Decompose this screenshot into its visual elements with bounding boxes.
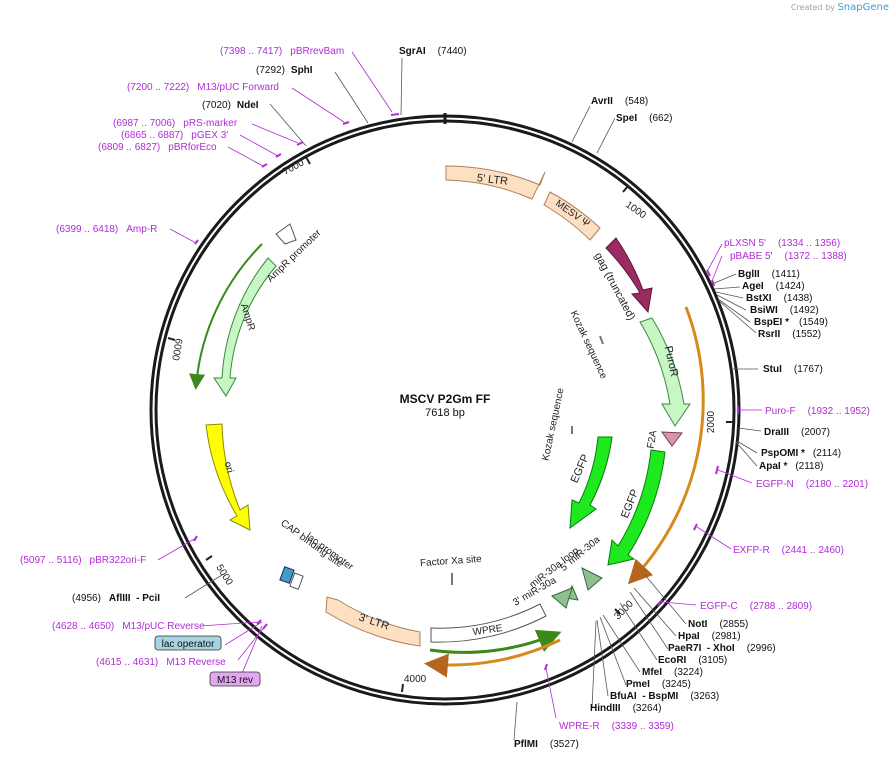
primer-pbr322ori-f[interactable]: (5097 .. 5116)pBR322ori-F	[20, 555, 146, 566]
feature-5ltr[interactable]: 5' LTR	[445, 165, 546, 200]
site-sgrai[interactable]: SgrAI(7440)	[399, 46, 467, 57]
feature-egfp-inner[interactable]: EGFP	[569, 436, 613, 530]
feature-gag-truncated[interactable]: gag (truncated)	[592, 237, 653, 322]
site-spei[interactable]: SpeI(662)	[616, 113, 672, 124]
tick-label-7000: 7000	[281, 157, 306, 177]
bp-ticks	[167, 156, 733, 693]
site-ndei[interactable]: (7020)NdeI	[202, 100, 259, 111]
site-sphi[interactable]: (7292)SphI	[256, 65, 313, 76]
site-leaders	[184, 57, 762, 741]
primer-m13-puc-reverse[interactable]: (4628 .. 4650)M13/pUC Reverse	[52, 621, 205, 632]
feature-wpre[interactable]: WPRE	[430, 603, 547, 643]
site-agei[interactable]: AgeI(1424)	[742, 281, 805, 292]
feature-kozak-inner[interactable]: Kozak sequence	[540, 387, 573, 462]
svg-text:F2A: F2A	[646, 429, 660, 449]
primer-wpre-r[interactable]: WPRE-R(3339 .. 3359)	[559, 721, 674, 732]
site-bglii[interactable]: BglII(1411)	[738, 269, 800, 280]
tick-label-6000: 6000	[169, 337, 184, 361]
site-bfuai-bspmi[interactable]: BfuAI - BspMI(3263)	[610, 691, 719, 702]
orange-arc-right	[627, 306, 705, 585]
feature-kozak-outer[interactable]: Kozak sequence	[568, 309, 609, 381]
primer-pbrrevbam[interactable]: (7398 .. 7417)pBRrevBam	[220, 46, 344, 57]
primer-egfp-n[interactable]: EGFP-N(2180 .. 2201)	[756, 479, 868, 490]
primer-pbrforeco[interactable]: (6809 .. 6827)pBRforEco	[98, 142, 217, 153]
primer-puro-f[interactable]: Puro-F(1932 .. 1952)	[765, 406, 870, 417]
tick-label-4000: 4000	[404, 674, 427, 685]
primer-prs-marker[interactable]: (6987 .. 7006)pRS-marker	[113, 118, 238, 129]
svg-text:lac operator: lac operator	[162, 639, 215, 650]
primer-pbabe-5[interactable]: pBABE 5'(1372 .. 1388)	[730, 251, 847, 262]
created-by-text: Created by	[790, 3, 835, 12]
site-stui[interactable]: StuI(1767)	[763, 364, 823, 375]
feature-factor-xa[interactable]: Factor Xa site	[420, 554, 483, 585]
primer-leaders	[157, 51, 762, 719]
ampr-green-arc	[189, 243, 263, 390]
svg-text:Kozak sequence: Kozak sequence	[540, 387, 566, 462]
feature-3ltr[interactable]: 3' LTR	[325, 596, 421, 647]
boxed-m13-rev[interactable]: M13 rev	[209, 671, 261, 687]
site-hindiii[interactable]: HindIII(3264)	[590, 703, 661, 714]
plasmid-name: MSCV P2Gm FF	[400, 392, 491, 406]
primer-egfp-c[interactable]: EGFP-C(2788 .. 2809)	[700, 601, 812, 612]
feature-puror[interactable]: PuroR	[639, 317, 691, 427]
site-mfei[interactable]: MfeI(3224)	[642, 667, 703, 678]
site-pmei[interactable]: PmeI(3245)	[626, 679, 691, 690]
boxed-lac-operator[interactable]: lac operator	[154, 635, 222, 651]
wpre-green-arc	[429, 629, 562, 654]
site-bsiwi[interactable]: BsiWI(1492)	[750, 305, 819, 316]
site-afliii-pcii[interactable]: (4956)AflIII - PciI	[72, 593, 160, 604]
site-bstxi[interactable]: BstXI(1438)	[746, 293, 812, 304]
primer-pgex-3[interactable]: (6865 .. 6887)pGEX 3'	[121, 130, 228, 141]
svg-text:lac promoter: lac promoter	[304, 531, 356, 573]
site-rsrii[interactable]: RsrII(1552)	[758, 329, 821, 340]
feature-f2a[interactable]: F2A	[646, 429, 683, 450]
site-ecori[interactable]: EcoRI(3105)	[658, 655, 727, 666]
primer-m13-reverse[interactable]: (4615 .. 4631)M13 Reverse	[96, 657, 226, 668]
svg-text:Factor Xa site: Factor Xa site	[420, 554, 483, 569]
site-pspomi[interactable]: PspOMI *(2114)	[761, 448, 841, 459]
wpre-orange-arc	[424, 638, 561, 678]
primer-exfp-r[interactable]: EXFP-R(2441 .. 2460)	[733, 545, 844, 556]
site-bspei[interactable]: BspEI *(1549)	[754, 317, 828, 328]
tick-label-2000: 2000	[706, 410, 717, 433]
svg-text:WPRE: WPRE	[472, 623, 504, 638]
site-pflmi[interactable]: PflMI(3527)	[514, 739, 579, 750]
primer-m13-puc-forward[interactable]: (7200 .. 7222)M13/pUC Forward	[127, 82, 279, 93]
snapgene-logo: SnapGene	[837, 2, 889, 13]
primer-amp-r[interactable]: (6399 .. 6418)Amp-R	[56, 224, 157, 235]
site-noti[interactable]: NotI(2855)	[688, 619, 748, 630]
snapgene-branding: Created by SnapGene	[791, 2, 889, 13]
svg-text:ori: ori	[222, 461, 236, 475]
primer-marks	[193, 113, 739, 671]
feature-ori[interactable]: ori	[205, 423, 251, 531]
primer-plxsn-5[interactable]: pLXSN 5'(1334 .. 1356)	[724, 238, 840, 249]
feature-mesv-psi[interactable]: MESV Ψ	[543, 191, 601, 241]
site-paer7i-xhoi[interactable]: PaeR7I - XhoI(2996)	[668, 643, 776, 654]
site-avrii[interactable]: AvrII(548)	[591, 96, 648, 107]
svg-text:5' LTR: 5' LTR	[476, 172, 509, 188]
svg-text:Kozak sequence: Kozak sequence	[568, 309, 609, 381]
plasmid-size: 7618 bp	[425, 407, 465, 419]
feature-5-mir30a[interactable]: 5' miR-30a	[558, 534, 603, 601]
site-hpai[interactable]: HpaI(2981)	[678, 631, 741, 642]
site-apai[interactable]: ApaI *(2118)	[759, 461, 824, 472]
svg-text:M13 rev: M13 rev	[217, 675, 253, 686]
feature-ampr-promoter[interactable]: AmpR promoter	[265, 223, 324, 285]
tick-label-5000: 5000	[213, 563, 234, 588]
site-draiii[interactable]: DraIII(2007)	[764, 427, 830, 438]
